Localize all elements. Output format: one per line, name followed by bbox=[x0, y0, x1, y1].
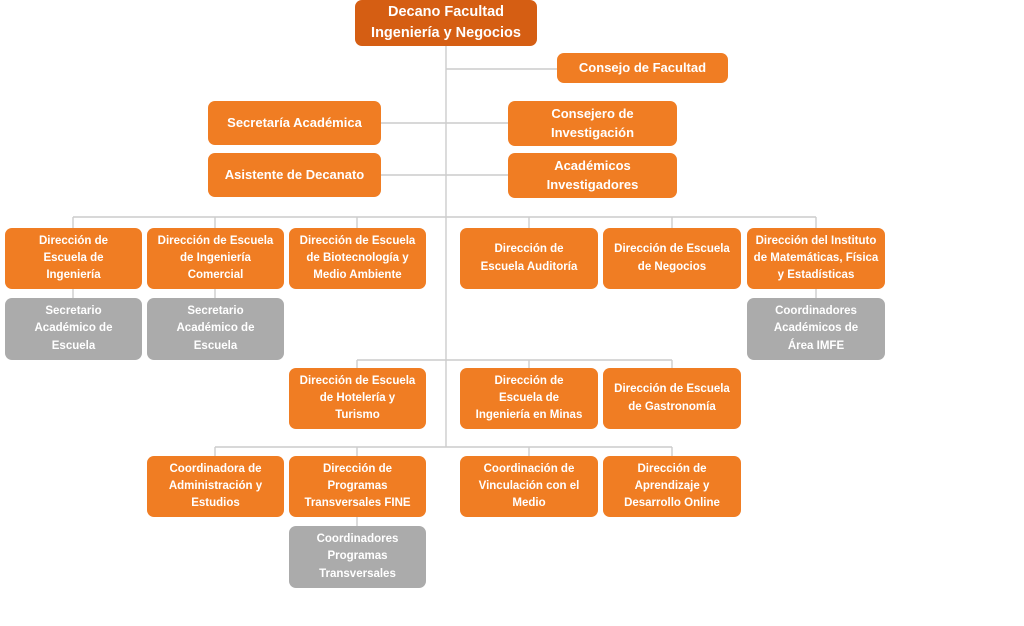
org-node-escuela-biotecnologia: Dirección de Escuela de Biotecnología y … bbox=[289, 228, 426, 289]
org-node-escuela-minas: Dirección de Escuela de Ingeniería en Mi… bbox=[460, 368, 598, 429]
org-node-consejero-investigacion: Consejero de Investigación bbox=[508, 101, 677, 146]
org-node-escuela-hoteleria: Dirección de Escuela de Hotelería y Turi… bbox=[289, 368, 426, 429]
org-node-secretario-academico-1: Secretario Académico de Escuela bbox=[5, 298, 142, 360]
org-node-coordinadores-imfe: Coordinadores Académicos de Área IMFE bbox=[747, 298, 885, 360]
org-node-aprendizaje-online: Dirección de Aprendizaje y Desarrollo On… bbox=[603, 456, 741, 517]
org-node-escuela-gastronomia: Dirección de Escuela de Gastronomía bbox=[603, 368, 741, 429]
org-node-coordinadora-administracion: Coordinadora de Administración y Estudio… bbox=[147, 456, 284, 517]
org-node-consejo-facultad: Consejo de Facultad bbox=[557, 53, 728, 83]
org-node-academicos-investigadores: Académicos Investigadores bbox=[508, 153, 677, 198]
org-node-coordinacion-vinculacion: Coordinación de Vinculación con el Medio bbox=[460, 456, 598, 517]
org-node-asistente-decanato: Asistente de Decanato bbox=[208, 153, 381, 197]
org-node-decano: Decano Facultad Ingeniería y Negocios bbox=[355, 0, 537, 46]
org-node-escuela-negocios: Dirección de Escuela de Negocios bbox=[603, 228, 741, 289]
org-node-secretaria-academica: Secretaría Académica bbox=[208, 101, 381, 145]
org-node-escuela-auditoria: Dirección de Escuela Auditoría bbox=[460, 228, 598, 289]
org-node-programas-fine: Dirección de Programas Transversales FIN… bbox=[289, 456, 426, 517]
org-node-escuela-ingenieria: Dirección de Escuela de Ingeniería bbox=[5, 228, 142, 289]
org-node-instituto-imfe: Dirección del Instituto de Matemáticas, … bbox=[747, 228, 885, 289]
org-node-secretario-academico-2: Secretario Académico de Escuela bbox=[147, 298, 284, 360]
org-node-escuela-ingenieria-comercial: Dirección de Escuela de Ingeniería Comer… bbox=[147, 228, 284, 289]
org-node-coordinadores-transversales: Coordinadores Programas Transversales bbox=[289, 526, 426, 588]
